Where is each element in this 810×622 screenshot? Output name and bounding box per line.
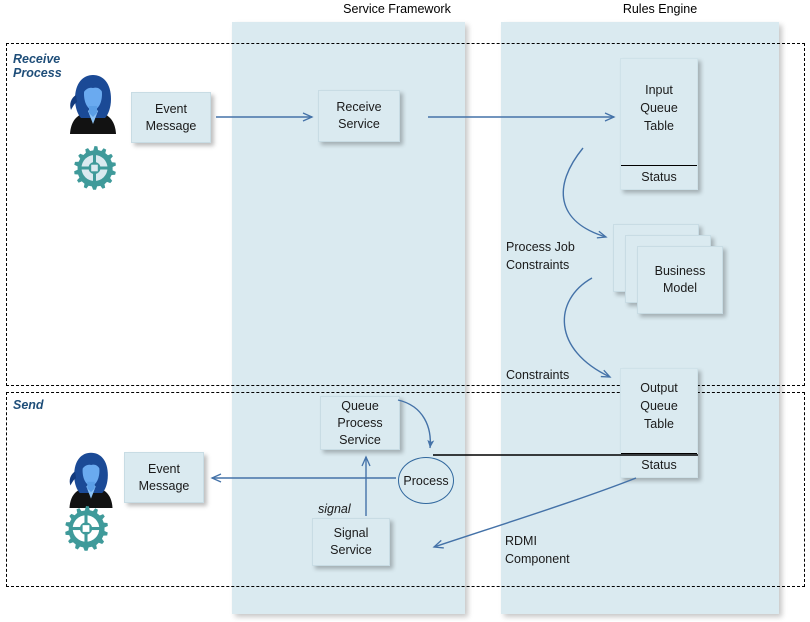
annotation-constraints: Constraints — [506, 368, 570, 382]
input-queue-status-label: Status — [621, 165, 697, 189]
output-queue-status-label: Status — [621, 453, 697, 477]
annotation-rdmi-component: RDMI Component — [505, 534, 570, 566]
node-event-message-bottom[interactable]: Event Message — [124, 452, 204, 503]
lane-label-receive-process: Receive Process — [13, 52, 62, 80]
gear-icon-bottom — [63, 505, 109, 551]
lane-label-send: Send — [13, 398, 44, 412]
node-output-queue-table[interactable]: Output Queue Table Status — [620, 368, 698, 478]
input-queue-table-label: Input Queue Table — [640, 83, 678, 133]
gear-icon — [72, 145, 117, 190]
lane-send — [6, 392, 805, 587]
person-icon — [62, 72, 124, 134]
node-process-circle[interactable]: Process — [398, 457, 454, 504]
column-title-rules-engine: Rules Engine — [622, 2, 698, 16]
output-queue-table-label: Output Queue Table — [640, 381, 678, 431]
column-title-service-framework: Service Framework — [343, 2, 451, 16]
annotation-signal: signal — [318, 502, 351, 516]
node-event-message-top[interactable]: Event Message — [131, 92, 211, 143]
node-business-model[interactable]: Business Model — [637, 246, 723, 314]
node-signal-service[interactable]: Signal Service — [312, 518, 390, 566]
person-icon-bottom — [62, 450, 120, 508]
node-receive-service[interactable]: Receive Service — [318, 90, 400, 142]
lane-receive-process — [6, 43, 805, 386]
node-input-queue-table[interactable]: Input Queue Table Status — [620, 58, 698, 190]
node-queue-process-service[interactable]: Queue Process Service — [320, 396, 400, 450]
annotation-process-job-constraints: Process Job Constraints — [506, 240, 575, 272]
